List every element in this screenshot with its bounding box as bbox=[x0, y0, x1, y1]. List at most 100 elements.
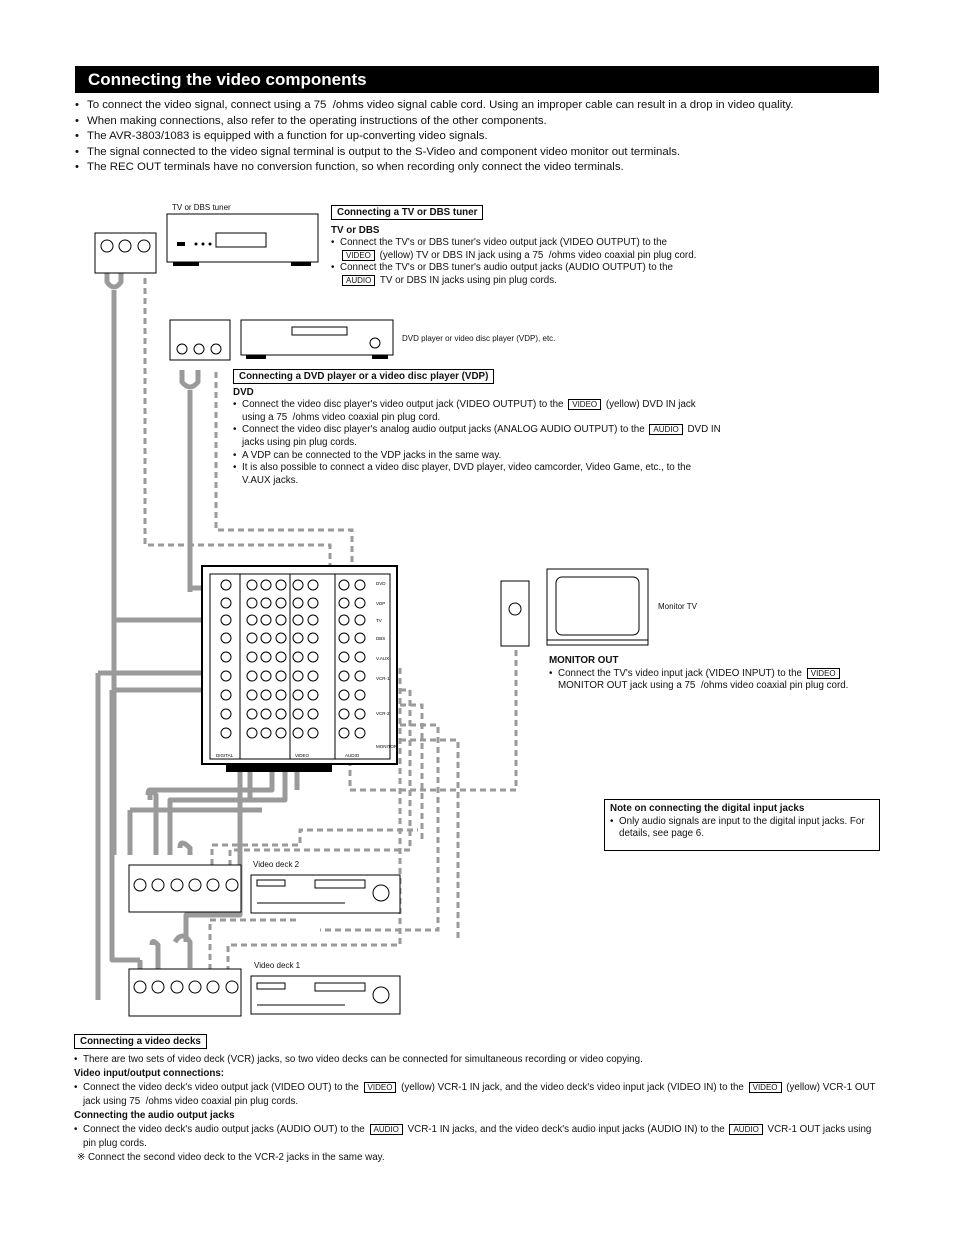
receiver-jack bbox=[220, 614, 232, 626]
receiver-jack bbox=[338, 597, 350, 609]
receiver-label: DBS bbox=[376, 636, 385, 641]
receiver-jack bbox=[275, 708, 287, 720]
tv-section-subheading: TV or DBS bbox=[331, 224, 380, 236]
video-deck-2-label: Video deck 2 bbox=[253, 860, 300, 869]
intro-item: When making connections, also refer to t… bbox=[75, 114, 885, 130]
video-tag: VIDEO bbox=[568, 399, 602, 411]
receiver-jack bbox=[246, 689, 258, 701]
receiver-jack bbox=[307, 708, 319, 720]
receiver-jack bbox=[338, 727, 350, 739]
digital-input-note: Note on connecting the digital input jac… bbox=[604, 799, 880, 851]
receiver-jack bbox=[220, 689, 232, 701]
dvd-section-subheading: DVD bbox=[233, 386, 254, 398]
audio-tag: AUDIO bbox=[649, 424, 683, 436]
receiver-rear-panel bbox=[201, 565, 398, 772]
receiver-jack bbox=[220, 670, 232, 682]
note-mark-icon: ※ bbox=[77, 1152, 86, 1163]
digital-note-bullet: Only audio signals are input to the digi… bbox=[610, 816, 874, 841]
receiver-label: MONITOR bbox=[376, 744, 398, 749]
receiver-jack bbox=[246, 632, 258, 644]
receiver-jack bbox=[354, 614, 366, 626]
receiver-jack bbox=[292, 727, 304, 739]
intro-list: To connect the video signal, connect usi… bbox=[75, 98, 885, 176]
dvd-bullet-3: A VDP can be connected to the VDP jacks … bbox=[233, 450, 721, 463]
receiver-label: VCR-1 bbox=[376, 676, 390, 681]
receiver-jack bbox=[275, 597, 287, 609]
intro-item: The AVR-3803/1083 is equipped with a fun… bbox=[75, 129, 885, 145]
receiver-jack bbox=[292, 614, 304, 626]
receiver-jack bbox=[275, 614, 287, 626]
receiver-jack bbox=[338, 708, 350, 720]
tv-tuner-device bbox=[94, 213, 319, 274]
receiver-jack bbox=[260, 689, 272, 701]
deck-bullet-2: Connect the video deck's video output ja… bbox=[74, 1081, 880, 1109]
video-tag: VIDEO bbox=[342, 249, 375, 261]
receiver-jack bbox=[275, 632, 287, 644]
monitor-section-subheading: MONITOR OUT bbox=[549, 655, 619, 666]
video-deck-2-device bbox=[128, 864, 401, 914]
video-tag: VIDEO bbox=[363, 1082, 397, 1093]
receiver-jack bbox=[260, 727, 272, 739]
receiver-jack bbox=[220, 632, 232, 644]
digital-note-heading: Note on connecting the digital input jac… bbox=[610, 803, 805, 814]
receiver-label: DVD bbox=[376, 581, 386, 586]
tv-section: Connecting a TV or DBS tuner TV or DBS C… bbox=[331, 205, 701, 288]
dvd-bullet-1: Connect the video disc player's video ou… bbox=[233, 399, 721, 424]
receiver-jack bbox=[246, 614, 258, 626]
receiver-jack bbox=[307, 727, 319, 739]
receiver-jack bbox=[292, 670, 304, 682]
deck-subheading-video: Video input/output connections: bbox=[74, 1068, 225, 1079]
receiver-jack bbox=[354, 689, 366, 701]
page-title: Connecting the video components bbox=[75, 66, 879, 93]
dvd-bullet-4: It is also possible to connect a video d… bbox=[233, 462, 721, 487]
video-tag: VIDEO bbox=[748, 1082, 782, 1093]
dvd-section: Connecting a DVD player or a video disc … bbox=[233, 369, 721, 487]
receiver-label: VCR-2 bbox=[376, 711, 390, 716]
video-tag: VIDEO bbox=[806, 667, 840, 679]
dvd-player-device bbox=[169, 319, 394, 361]
receiver-jack bbox=[338, 632, 350, 644]
receiver-jack bbox=[292, 651, 304, 663]
receiver-labels: DVD VDP TV DBS V.AUX VCR-1 VCR-2 MONITOR… bbox=[216, 581, 398, 758]
receiver-jack bbox=[260, 597, 272, 609]
tv-tuner-label: TV or DBS tuner bbox=[172, 203, 231, 212]
receiver-label: DIGITAL bbox=[216, 753, 234, 758]
receiver-jack bbox=[260, 670, 272, 682]
receiver-jack bbox=[338, 579, 350, 591]
receiver-label: AUDIO bbox=[345, 753, 360, 758]
receiver-jack bbox=[275, 727, 287, 739]
audio-tag: AUDIO bbox=[342, 274, 376, 286]
receiver-jack bbox=[307, 632, 319, 644]
receiver-jacks bbox=[220, 579, 366, 739]
deck-section: Connecting a video decks There are two s… bbox=[74, 1034, 880, 1165]
receiver-jack bbox=[338, 689, 350, 701]
receiver-jack bbox=[220, 708, 232, 720]
video-deck-1-label: Video deck 1 bbox=[254, 961, 301, 970]
receiver-jack bbox=[260, 708, 272, 720]
receiver-jack bbox=[354, 708, 366, 720]
receiver-label: VIDEO bbox=[295, 753, 310, 758]
receiver-jack bbox=[307, 614, 319, 626]
receiver-jack bbox=[220, 651, 232, 663]
receiver-jack bbox=[246, 651, 258, 663]
receiver-jack bbox=[275, 651, 287, 663]
receiver-jack bbox=[307, 579, 319, 591]
receiver-label: V.AUX bbox=[376, 656, 389, 661]
intro-item: The REC OUT terminals have no conversion… bbox=[75, 160, 885, 176]
receiver-jack bbox=[260, 651, 272, 663]
receiver-jack bbox=[260, 614, 272, 626]
receiver-jack bbox=[275, 579, 287, 591]
receiver-jack bbox=[307, 597, 319, 609]
receiver-label: VDP bbox=[376, 601, 385, 606]
receiver-jack bbox=[246, 727, 258, 739]
receiver-jack bbox=[275, 689, 287, 701]
receiver-jack bbox=[220, 727, 232, 739]
receiver-jack bbox=[246, 597, 258, 609]
receiver-jack bbox=[338, 670, 350, 682]
deck-bullet-3: Connect the video deck's audio output ja… bbox=[74, 1123, 880, 1151]
deck-section-heading: Connecting a video decks bbox=[74, 1034, 207, 1049]
monitor-tv-device bbox=[500, 568, 649, 647]
deck-bullet-1: There are two sets of video deck (VCR) j… bbox=[74, 1053, 880, 1067]
receiver-jack bbox=[246, 670, 258, 682]
receiver-jack bbox=[220, 597, 232, 609]
